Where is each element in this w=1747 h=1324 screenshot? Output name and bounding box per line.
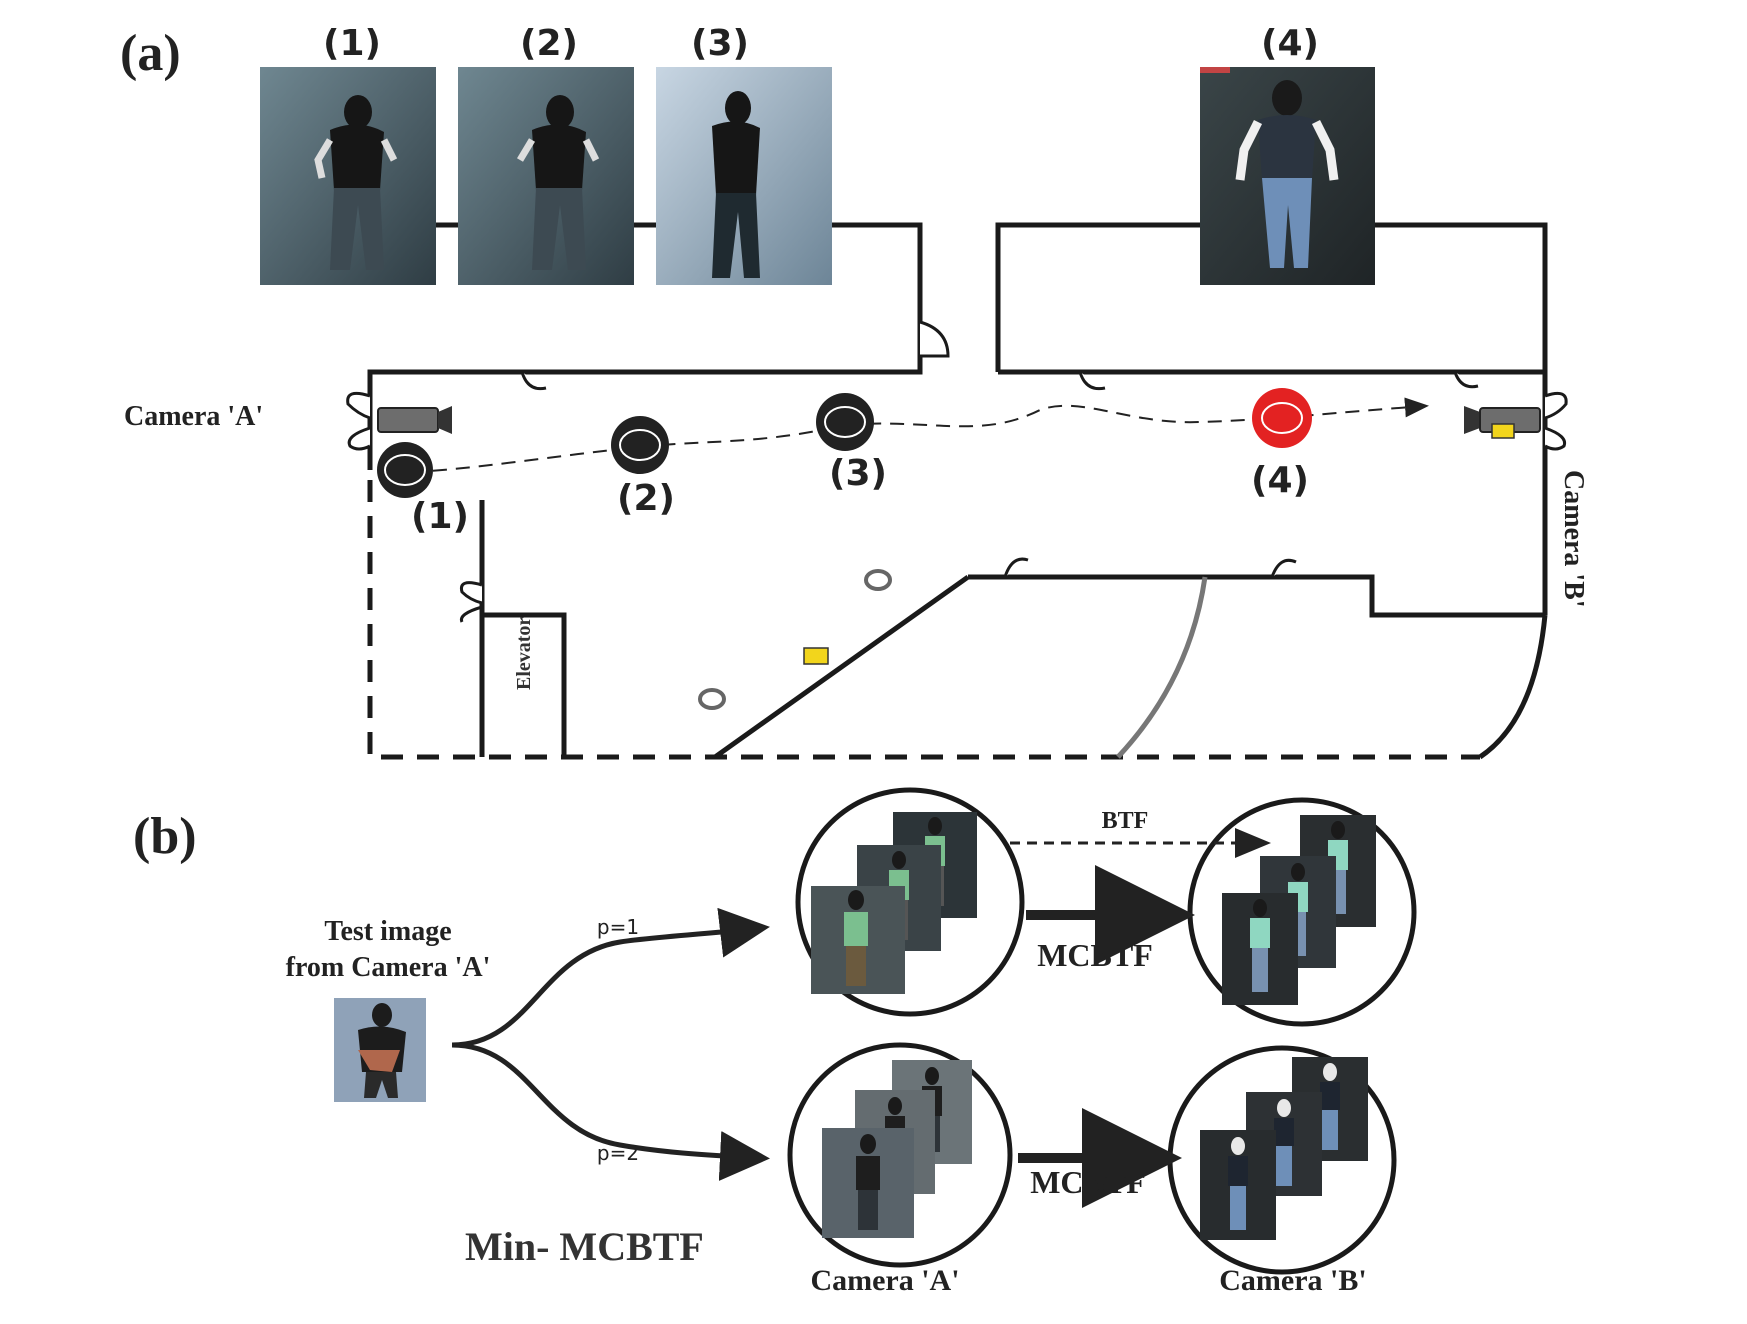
photo-1 [260,67,436,285]
position-marker-1 [377,442,433,498]
floor-plan [367,222,1548,760]
dashed-boundary [367,480,1480,760]
test-image [334,998,426,1102]
camera-b-bottom-label: Camera 'B' [1219,1264,1366,1297]
curved-corner-wall [1478,614,1548,760]
test-image-label-line2: from Camera 'A' [286,952,491,983]
position-label-2: (2) [617,478,675,519]
camera-a-cluster-top [795,787,1025,1017]
photo-2 [458,67,634,285]
camera-a-cluster-bottom [787,1042,1013,1268]
thumb-bottom-a-front [822,1128,914,1238]
pillar-2 [698,688,726,710]
position-label-3: (3) [829,453,887,494]
top-a-thumbnails [811,812,977,994]
photo-4 [1200,67,1375,285]
photo-label-2: (2) [520,23,578,64]
thumb-top-a-front [811,886,905,994]
photo-label-3: (3) [691,23,749,64]
min-mcbtf-label: Min- MCBTF [465,1224,704,1269]
branch-bottom-label: p=2 [597,1141,639,1165]
pillar-1 [864,569,892,591]
sensor-floor [803,647,829,665]
position-marker-2 [611,416,669,474]
top-b-thumbnails [1222,815,1376,1005]
bottom-b-thumbnails [1200,1057,1368,1240]
bottom-a-thumbnails [822,1060,972,1238]
position-marker-4 [1252,388,1312,448]
camera-b-map-label: Camera 'B' [1558,470,1589,608]
thumb-bottom-b-front [1200,1130,1276,1240]
elevator-box [482,612,567,757]
photo-label-1: (1) [323,23,381,64]
camera-a-icon [377,406,452,434]
photo-3 [656,67,832,285]
panel-a-label: (a) [120,25,181,82]
trajectory-path [409,397,1429,473]
branch-top-label: p=1 [597,915,639,939]
position-label-1: (1) [411,496,469,537]
btf-label: BTF [1102,808,1149,834]
camera-a-bottom-label: Camera 'A' [810,1264,959,1297]
branch-bottom-arrow [451,1042,770,1181]
door-symbols [346,320,1568,623]
elevator-label: Elevator [513,617,535,690]
grey-arc-wall [1116,576,1208,759]
position-marker-3 [816,393,874,451]
lower-right-wall [968,574,1545,618]
panel-b-label: (b) [133,808,197,865]
diagonal-wall [713,574,970,760]
thumb-top-b-front [1222,893,1298,1005]
pillars [698,569,892,710]
upper-right-wall [995,222,1548,375]
position-label-4: (4) [1251,460,1309,501]
test-image-label-line1: Test image [324,916,451,947]
branch-top-arrow [451,907,770,1048]
camera-a-map-label: Camera 'A' [124,401,263,432]
camera-b-icon [1464,406,1541,439]
mcbtf-label-top: MCBTF [1037,937,1153,973]
mcbtf-label-bottom: MCBTF [1030,1164,1146,1200]
photo-label-4: (4) [1261,23,1319,64]
